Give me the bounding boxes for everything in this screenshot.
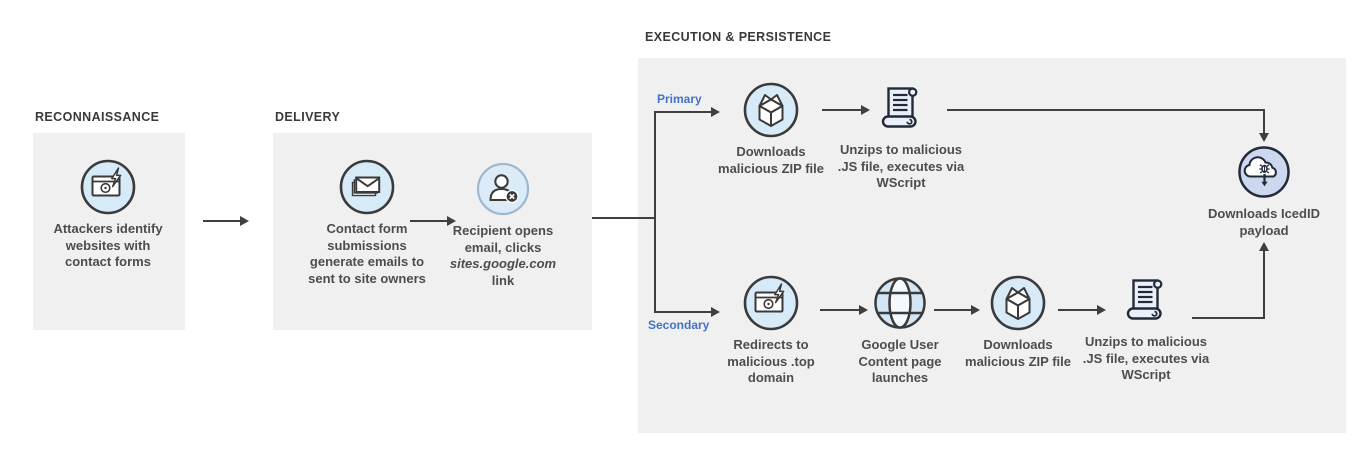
connector-zip-unzip-primary xyxy=(822,109,862,111)
globe-icon xyxy=(871,274,929,332)
arrowhead-cloud-down xyxy=(1259,133,1269,142)
script-scroll-icon xyxy=(872,79,930,137)
arrowhead-cloud-up xyxy=(1259,242,1269,251)
node-downloads-icedid: Downloads IcedID payload xyxy=(1194,143,1334,239)
node-label: Recipient opens email, clicks sites.goog… xyxy=(440,223,566,290)
stage-title-execution: EXECUTION & PERSISTENCE xyxy=(645,30,832,44)
connector-unzip-cloud-vertical xyxy=(1263,109,1265,134)
label-text: link xyxy=(491,272,515,288)
connector-unzip-cloud-horizontal xyxy=(947,109,1265,111)
node-redirects-top-domain: Redirects to malicious .top domain xyxy=(710,274,832,387)
connector-redirect-google xyxy=(820,309,860,311)
branch-label-secondary: Secondary xyxy=(648,318,710,332)
connector-zip-unzip-secondary xyxy=(1058,309,1098,311)
zip-package-icon xyxy=(742,81,800,139)
connector-recon-delivery xyxy=(203,220,241,222)
node-label: Unzips to malicious .JS file, executes v… xyxy=(1082,334,1210,383)
connector-google-zip xyxy=(934,309,972,311)
contact-form-emails-icon xyxy=(338,158,396,216)
node-label: Downloads malicious ZIP file xyxy=(718,144,824,176)
zip-package-icon xyxy=(989,274,1047,332)
arrowhead-emails-recipient xyxy=(447,216,456,226)
connector-emails-recipient xyxy=(410,220,448,222)
stage-title-delivery: DELIVERY xyxy=(275,110,341,124)
node-primary-unzips: Unzips to malicious .JS file, executes v… xyxy=(833,79,969,192)
node-label: Contact form submissions generate emails… xyxy=(308,221,426,286)
node-label: Unzips to malicious .JS file, executes v… xyxy=(837,142,965,191)
recipient-user-blocked-icon xyxy=(474,160,532,218)
connector-trunk-vertical xyxy=(654,111,656,313)
arrowhead-zip-unzip-secondary xyxy=(1097,305,1106,315)
branch-label-primary: Primary xyxy=(657,92,702,106)
cloud-malware-download-icon xyxy=(1235,143,1293,201)
label-link-text: sites.google.com xyxy=(449,256,557,272)
delivery-box xyxy=(273,133,592,330)
arrowhead-redirect-google xyxy=(859,305,868,315)
node-recipient-opens: Recipient opens email, clicks sites.goog… xyxy=(440,160,566,290)
arrowhead-zip-unzip-primary xyxy=(861,105,870,115)
script-scroll-icon xyxy=(1117,271,1175,329)
arrowhead-primary-branch xyxy=(711,107,720,117)
node-label: Google User Content page launches xyxy=(858,337,942,386)
node-attackers-identify: Attackers identify websites with contact… xyxy=(43,158,173,271)
stage-title-reconnaissance: RECONNAISSANCE xyxy=(35,110,160,124)
connector-unzip2-cloud-horizontal xyxy=(1192,317,1265,319)
node-label: Redirects to malicious .top domain xyxy=(727,337,815,386)
arrowhead-google-zip xyxy=(971,305,980,315)
node-secondary-downloads-zip: Downloads malicious ZIP file xyxy=(962,274,1074,370)
connector-unzip2-cloud-vertical xyxy=(1263,250,1265,319)
arrowhead-recon-delivery xyxy=(240,216,249,226)
connector-secondary-branch xyxy=(655,311,712,313)
connector-delivery-trunk xyxy=(592,217,656,219)
node-contact-form-submissions: Contact form submissions generate emails… xyxy=(303,158,431,288)
contact-form-attack-icon xyxy=(79,158,137,216)
node-label: Downloads malicious ZIP file xyxy=(965,337,1071,369)
node-google-user-content: Google User Content page launches xyxy=(839,274,961,387)
node-secondary-unzips: Unzips to malicious .JS file, executes v… xyxy=(1078,271,1214,384)
node-label: Attackers identify websites with contact… xyxy=(53,221,163,270)
contact-form-attack-icon xyxy=(742,274,800,332)
connector-primary-branch xyxy=(655,111,712,113)
arrowhead-secondary-branch xyxy=(711,307,720,317)
node-label: Downloads IcedID payload xyxy=(1208,206,1320,238)
label-text: Recipient opens email, clicks xyxy=(452,223,554,255)
node-primary-downloads-zip: Downloads malicious ZIP file xyxy=(715,81,827,177)
